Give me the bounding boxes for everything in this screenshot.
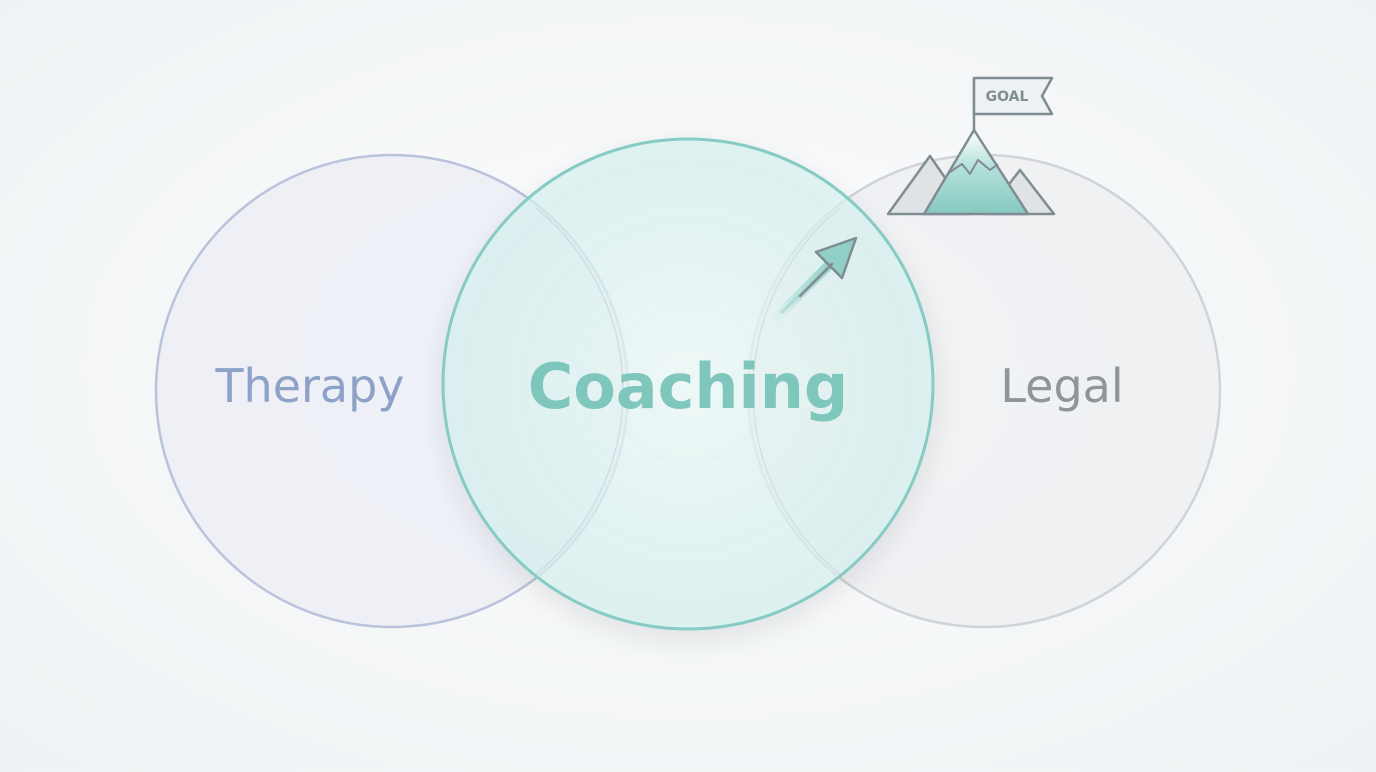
therapy-label: Therapy	[214, 359, 404, 413]
coaching-circle	[441, 137, 935, 631]
mountain-goal-icon: GOAL	[886, 76, 1056, 216]
goal-flag	[972, 76, 1054, 116]
therapy-overlap-outline	[535, 207, 624, 575]
arrow-up-right-icon	[767, 236, 858, 327]
coaching-label: Coaching	[528, 350, 849, 423]
goal-flag-text: GOAL	[986, 89, 1029, 105]
legal-label: Legal	[1000, 359, 1123, 413]
legal-overlap-outline	[752, 207, 841, 575]
